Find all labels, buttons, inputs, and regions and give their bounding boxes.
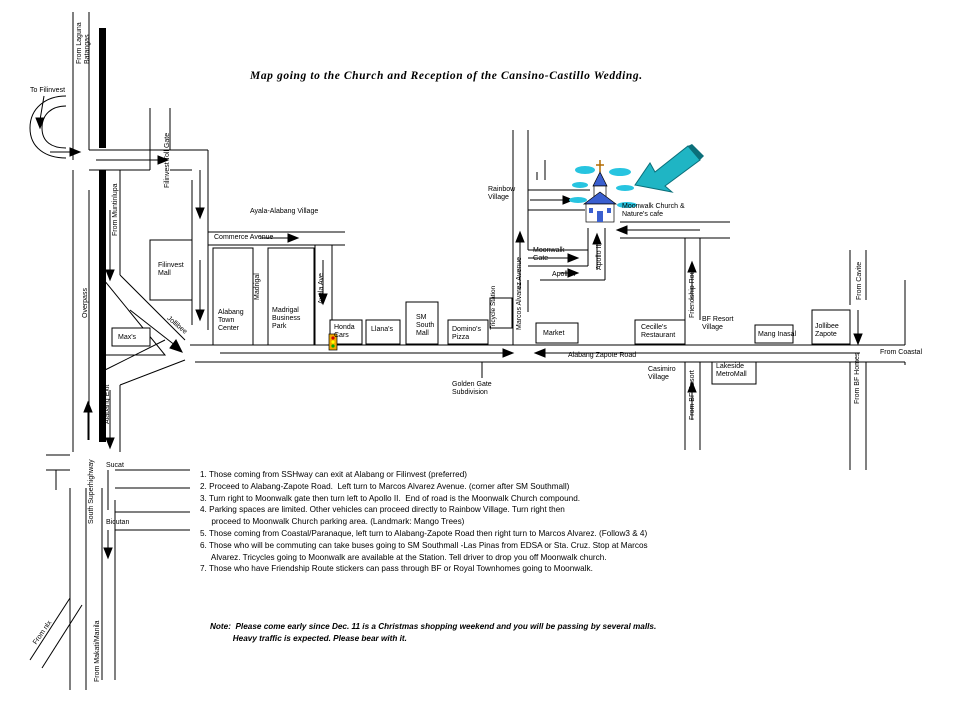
road-label-ayala-alabang-village: Ayala-Alabang Village <box>250 208 319 215</box>
place-tricycle-station: Tricycle Station <box>490 285 497 330</box>
direction-step: Alvarez. Tricycles going to Moonwalk are… <box>200 552 607 562</box>
place-cecilles-restaurant: Cecille's Restaurant <box>641 324 676 339</box>
place-madrigal-business-park: Madrigal Business Park <box>272 307 301 330</box>
directions-list: 1. Those coming from SSHway can exit at … <box>200 469 840 575</box>
road-label-commerce-avenue: Commerce Avenue <box>214 234 274 241</box>
map-title: Map going to the Church and Reception of… <box>250 70 643 82</box>
direction-step: proceed to Moonwalk Church parking area.… <box>200 517 465 527</box>
road-label-moonwalk-gate: Moonwalk Gate <box>533 247 565 262</box>
road-label-from-makati-manila: From Makati/Manila <box>94 620 101 682</box>
road-label-madrigal: Madrigal <box>254 273 261 300</box>
road-label-batangas: Batangas <box>84 34 91 64</box>
road-label-casimiro-village: Casimiro Village <box>648 366 676 381</box>
place-maxs: Max's <box>118 334 137 341</box>
place-moonwalk-church: Moonwalk Church & Nature's cafe <box>622 203 685 218</box>
road-lines <box>29 12 906 690</box>
direction-step: 4. Parking spaces are limited. Other veh… <box>200 505 565 515</box>
place-bf-resort-village: BF Resort Village <box>702 316 734 331</box>
note-line: Heavy traffic is expected. Please bear w… <box>210 634 407 643</box>
building-outlines <box>111 239 851 385</box>
road-label-from-bf-homes: From BF Homes <box>854 352 861 404</box>
place-lakeside-metromall: Lakeside MetroMall <box>716 363 747 378</box>
road-label-from-cavite: From Cavite <box>856 261 863 300</box>
direction-step: 2. Proceed to Alabang-Zapote Road. Left … <box>200 481 570 491</box>
road-label-sucat: Sucat <box>106 462 124 469</box>
road-label-apollo-ii: Apollo II <box>596 244 603 270</box>
direction-step: 5. Those coming from Coastal/Paranaque, … <box>200 528 648 538</box>
road-label-bicutan: Bicutan <box>106 519 130 526</box>
road-label-to-filinvest: To Filinvest <box>30 87 66 94</box>
road-label-friendship-route: Friendship Route <box>689 264 696 318</box>
place-llanas: Llana's <box>371 326 393 333</box>
road-label-apollo-i: Apollo I <box>552 271 576 278</box>
road-label-ayala-ave: Ayala Ave <box>318 273 325 304</box>
direction-step: 6. Those who will be commuting can take … <box>200 540 648 550</box>
church-icon <box>569 160 637 223</box>
road-label-from-muntinlupa: From Muntinlupa <box>112 183 119 236</box>
road-label-from-coastal: From Coastal <box>880 349 923 356</box>
road-label-marcos-alvarez: Marcos Alvarez Avenue <box>516 256 523 330</box>
highway-divider-south <box>99 170 106 442</box>
traffic-note: Note: Please come early since Dec. 11 is… <box>210 621 656 645</box>
note-line: Note: Please come early since Dec. 11 is… <box>210 622 657 631</box>
place-jollibee-zapote: Jollibee Zapote <box>815 323 839 338</box>
traffic-light-icon <box>328 333 338 351</box>
road-label-overpass: Overpass <box>82 288 89 318</box>
road-label-rainbow-village: Rainbow Village <box>488 186 516 201</box>
direction-step: 7. Those who have Friendship Route stick… <box>200 564 593 574</box>
direction-arrows <box>35 95 863 560</box>
direction-step: 1. Those coming from SSHway can exit at … <box>200 470 467 479</box>
highway-divider-north <box>99 28 106 148</box>
church-pointer-arrow <box>634 144 704 193</box>
road-label-filinvest-toll-gate: Filinvest Toll Gate <box>164 132 171 188</box>
road-label-from-laguna: From Laguna <box>76 22 83 64</box>
road-label-south-superhighway: South Superhighway <box>88 459 95 524</box>
place-dominos-pizza: Domino's Pizza <box>452 326 481 341</box>
place-market: Market <box>543 330 565 337</box>
road-label-from-bf-resort: From BF Resort <box>689 370 696 420</box>
place-mang-inasal: Mang Inasal <box>758 331 797 338</box>
place-honda-cars: Honda Cars <box>334 324 355 339</box>
road-label-alabang-exit: Alabang Exit <box>104 384 111 424</box>
place-alabang-town-center: Alabang Town Center <box>218 309 244 332</box>
direction-step: 3. Turn right to Moonwalk gate then turn… <box>200 493 581 503</box>
road-label-alabang-zapote: Alabang Zapote Road <box>568 352 637 359</box>
place-sm-south-mall: SM South Mall <box>416 314 435 337</box>
road-label-golden-gate: Golden Gate Subdivision <box>452 381 492 396</box>
place-filinvest-mall: Filinvest Mall <box>158 262 184 277</box>
